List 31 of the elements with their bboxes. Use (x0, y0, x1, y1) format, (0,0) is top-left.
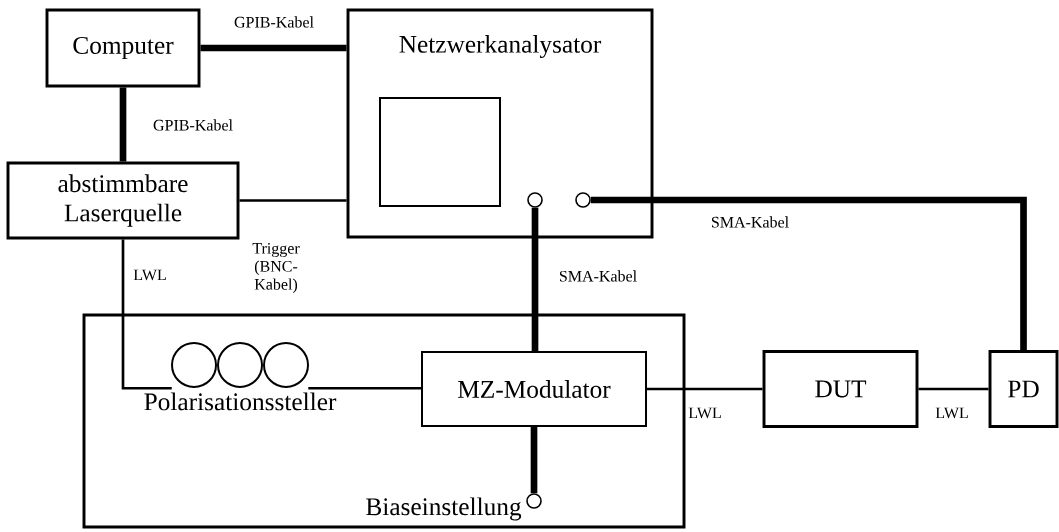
polarization-controller-drawing: Polarisationssteller (144, 342, 337, 411)
cable-line (308, 386, 421, 390)
enclosure-box (82, 313, 686, 529)
laser-box: abstimmbare Laserquelle (6, 161, 240, 240)
cable-line (531, 207, 539, 351)
port-circle (575, 192, 591, 208)
port-circle (527, 192, 543, 208)
edge-label: GPIB-Kabel (151, 118, 235, 132)
edge-label: SMA-Kabel (557, 269, 639, 283)
port-circle (526, 493, 542, 509)
edge-label: GPIB-Kabel (232, 15, 316, 29)
edge-label: LWL (131, 268, 169, 282)
screen-box (379, 97, 501, 207)
detector-box: PD (988, 350, 1059, 428)
cable-line (121, 239, 172, 390)
cable-line (647, 387, 763, 391)
cable-line (590, 196, 1027, 351)
modulator-box: MZ-Modulator (421, 351, 647, 427)
edge-label: LWL (933, 406, 971, 420)
cable-line (200, 44, 347, 52)
port-label: Biaseinstellung (366, 497, 522, 521)
cable-line (119, 87, 127, 162)
dut-box: DUT (762, 350, 919, 428)
analyzer-box: Netzwerkanalysator (346, 8, 654, 239)
edge-label: Trigger (BNC-Kabel) (242, 241, 310, 295)
cable-line (239, 199, 347, 202)
node-label: Polarisationssteller (144, 392, 337, 411)
edge-label: SMA-Kabel (709, 215, 791, 229)
device-box: Computer (45, 8, 201, 88)
edge-label: LWL (686, 406, 724, 420)
cable-line (918, 387, 989, 391)
